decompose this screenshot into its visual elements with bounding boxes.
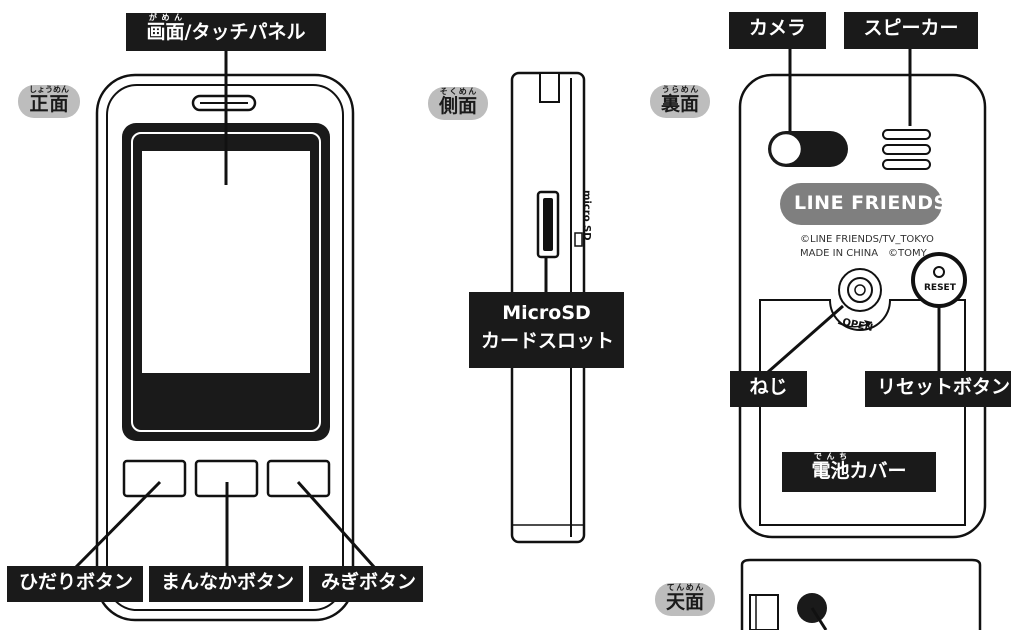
leader-screw: [767, 304, 844, 374]
screw-center: [854, 284, 866, 296]
microsd-slot-opening: [543, 198, 553, 251]
top-view: [740, 558, 982, 630]
back-view: [738, 73, 987, 539]
front-right-button: [266, 459, 331, 498]
top-view-tag: 天面てんめん: [655, 583, 716, 616]
label-speaker: スピーカー: [844, 12, 978, 49]
leader-left-button: [73, 480, 162, 570]
front-screen: [142, 151, 310, 373]
label-screen: 画面がめん/タッチパネル: [126, 13, 326, 51]
copyright-line1: ©LINE FRIENDS/TV_TOKYO: [800, 234, 934, 245]
side-top-tab: [539, 72, 560, 103]
copyright-line2: MADE IN CHINA ©TOMY: [800, 247, 927, 259]
label-screw: ねじ: [730, 371, 807, 407]
reset-printed-text: RESET: [924, 283, 956, 293]
side-view-tag: 側面そくめん: [428, 87, 489, 120]
copyright-text: ©LINE FRIENDS/TV_TOKYO MADE IN CHINA ©TO…: [800, 233, 934, 260]
top-tab: [749, 594, 779, 630]
brand-plate: [780, 183, 942, 225]
front-view-tag: 正面しょうめん: [18, 85, 80, 118]
label-reset-button: リセットボタン: [865, 371, 1011, 407]
label-camera: カメラ: [729, 12, 826, 49]
speaker-slot-3: [882, 159, 931, 170]
back-view-tag: 裏面うらめん: [650, 85, 711, 118]
leader-right-button: [296, 480, 377, 570]
speaker-slot-2: [882, 144, 931, 155]
label-microsd-line2: カードスロット: [481, 329, 615, 352]
front-view: [95, 73, 355, 622]
label-right-button: みぎボタン: [309, 566, 423, 602]
leader-top-button: [810, 607, 828, 630]
microsd-printed-text: micro SD: [581, 190, 592, 241]
label-microsd-line1: MicroSD: [502, 302, 591, 324]
speaker-slot-1: [882, 129, 931, 140]
label-battery-cover: 電池でんちカバー: [782, 452, 936, 492]
reset-pinhole: [933, 266, 945, 278]
reset-ring: [911, 252, 967, 308]
front-left-button: [122, 459, 187, 498]
sd-card-icon: [574, 232, 583, 247]
label-microsd: MicroSD カードスロット: [469, 292, 624, 368]
open-arrow-head: [864, 320, 872, 327]
label-left-button: ひだりボタン: [7, 566, 143, 602]
battery-cover: [759, 299, 966, 526]
brand-logo-text: LINE FRIENDS: [794, 192, 948, 214]
label-center-button: まんなかボタン: [149, 566, 303, 602]
leader-lines: [73, 48, 941, 630]
camera-lens: [768, 131, 804, 167]
